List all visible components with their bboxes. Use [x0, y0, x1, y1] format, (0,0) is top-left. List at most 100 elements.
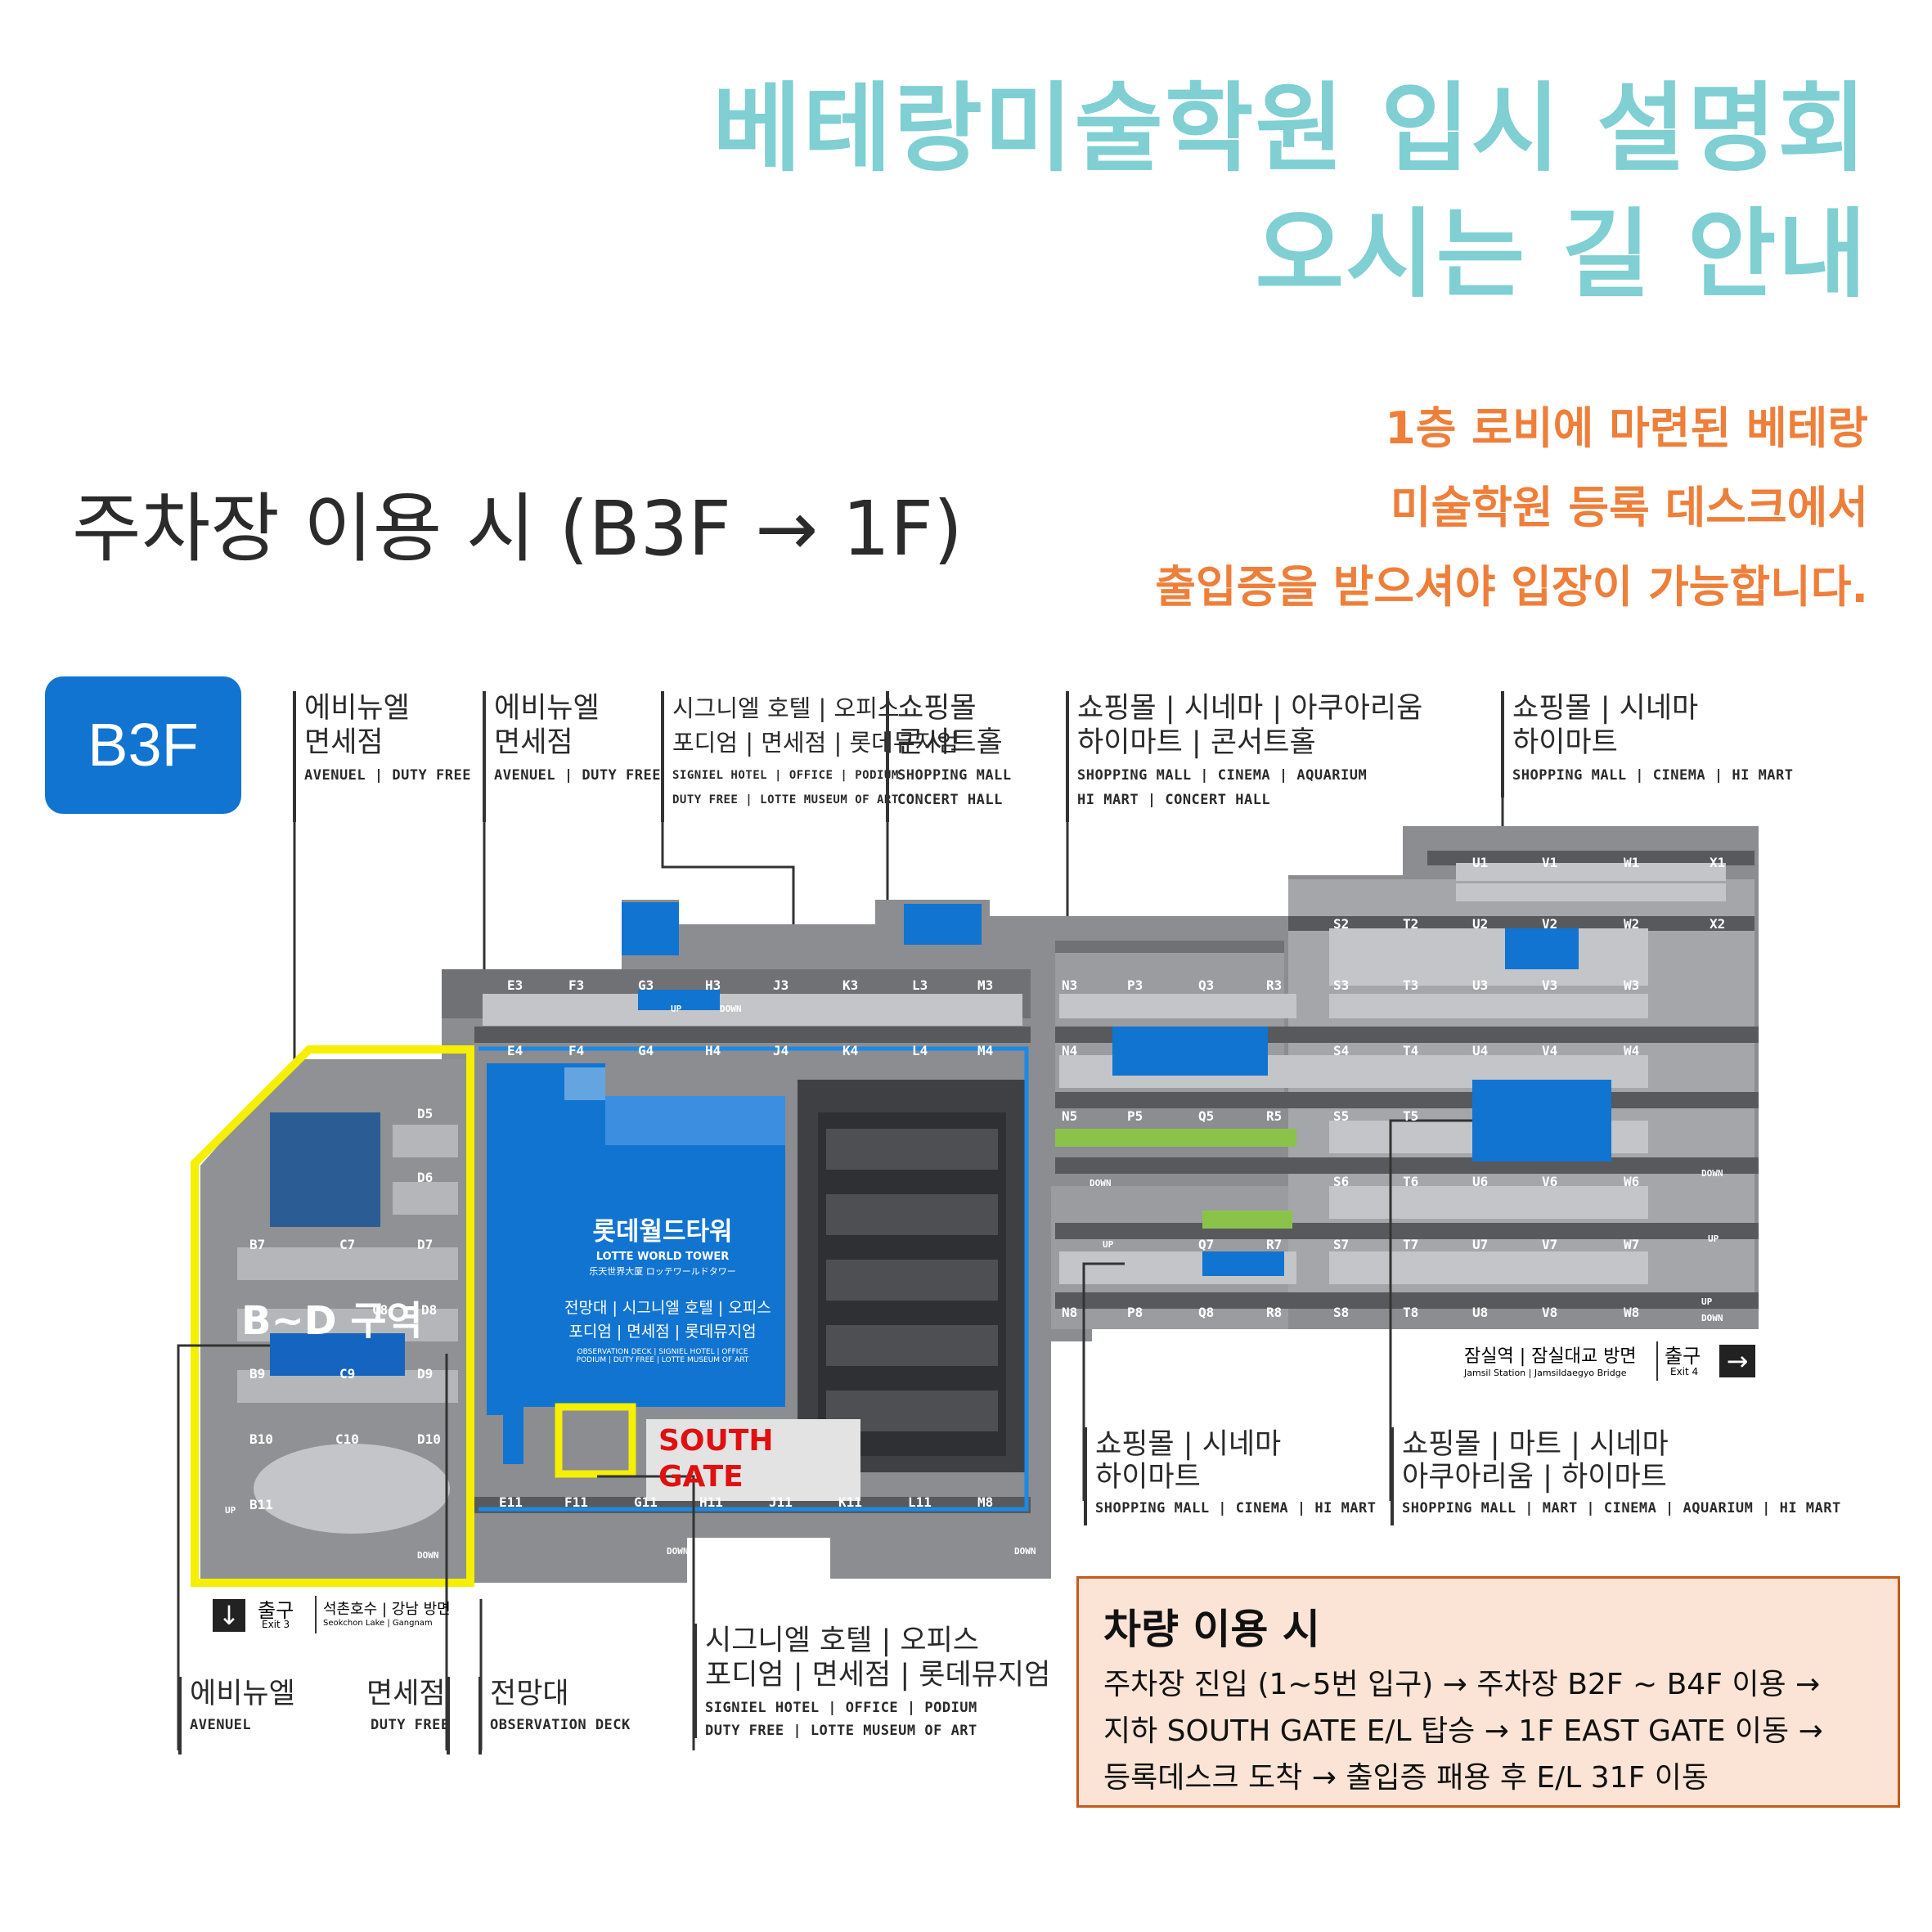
down-marker: DOWN	[720, 1004, 742, 1014]
stall-label-u3: U3	[1472, 977, 1489, 993]
label-en: AVENUEL | DUTY FREE	[304, 767, 471, 784]
up-marker: UP	[671, 1004, 682, 1014]
up-marker: UP	[225, 1505, 236, 1516]
label-en: SHOPPING MALL | MART | CINEMA | AQUARIUM…	[1402, 1500, 1841, 1516]
label-en: SIGNIEL HOTEL | OFFICE | PODIUM	[672, 769, 899, 782]
stall-label-e11: E11	[499, 1494, 523, 1510]
stall-label-n5: N5	[1062, 1108, 1078, 1124]
stall-label-x1: X1	[1710, 855, 1726, 870]
label-en: SHOPPING MALL | CINEMA | HI MART	[1512, 767, 1794, 784]
leader-line	[1389, 1119, 1472, 1501]
stall-label-w2: W2	[1624, 916, 1640, 932]
stall-label-h4: H4	[705, 1043, 721, 1058]
label-ko: 전망대	[490, 1678, 569, 1710]
label-bar	[1501, 691, 1504, 798]
exit-3-en: Exit 3	[262, 1619, 290, 1630]
stall-label-j11: J11	[769, 1494, 793, 1510]
exit-4-dest-en: Jamsil Station | Jamsildaegyo Bridge	[1464, 1368, 1627, 1378]
stall-label-q3: Q3	[1198, 977, 1215, 993]
down-marker: DOWN	[1014, 1546, 1036, 1557]
label-bar	[1066, 691, 1069, 822]
label-ko: 면세점	[366, 1678, 446, 1710]
notice-line-3: 출입증을 받으셔야 입장이 가능합니다.	[1155, 561, 1868, 613]
stall-label-p3: P3	[1127, 977, 1143, 993]
tower-dest-ko: 전망대 | 시그니엘 호텔 | 오피스	[564, 1299, 771, 1317]
label-bar	[447, 1677, 450, 1755]
label-bar	[479, 1677, 482, 1755]
stall-label-l4: L4	[912, 1043, 928, 1058]
stall-label-r7: R7	[1266, 1237, 1283, 1252]
stall-label-u4: U4	[1472, 1043, 1489, 1058]
down-marker: DOWN	[417, 1550, 439, 1561]
stall-label-w3: W3	[1624, 977, 1640, 993]
stall-label-h3: H3	[705, 977, 721, 993]
stall-label-l11: L11	[908, 1494, 932, 1510]
exit-4-ko: 출구	[1665, 1345, 1701, 1368]
right-arrow-icon: →	[1719, 1345, 1755, 1377]
stall-label-c7: C7	[339, 1237, 356, 1252]
stall-label-u6: U6	[1472, 1174, 1489, 1189]
stall-label-s8: S8	[1333, 1305, 1350, 1320]
stall-label-f11: F11	[564, 1494, 588, 1510]
stall-label-e4: E4	[507, 1043, 523, 1058]
stall-label-n8: N8	[1062, 1305, 1078, 1320]
label-ko: 쇼핑몰 | 시네마 | 아쿠아리움	[1077, 692, 1423, 725]
label-en: DUTY FREE | LOTTE MUSEUM OF ART	[672, 793, 899, 806]
label-bar	[661, 691, 664, 822]
stall-label-c10: C10	[335, 1431, 359, 1447]
tower-text: 롯데월드타워 LOTTE WORLD TOWER 乐天世界大厦 ロッテワールドタ…	[564, 1211, 771, 1364]
label-bar	[1084, 1427, 1087, 1525]
stall-label-t6: T6	[1403, 1174, 1419, 1189]
stall-label-t8: T8	[1403, 1305, 1419, 1320]
stall-label-v4: V4	[1542, 1043, 1558, 1058]
stall-label-f3: F3	[568, 977, 585, 993]
stall-label-q8: Q8	[1198, 1305, 1215, 1320]
stall-label-k11: K11	[838, 1494, 862, 1510]
car-box-line-1: 주차장 진입 (1~5번 입구) → 주차장 B2F ~ B4F 이용 →	[1103, 1668, 1821, 1701]
stall-label-j3: J3	[773, 977, 789, 993]
stall-label-w8: W8	[1624, 1305, 1640, 1320]
up-marker: UP	[1103, 1239, 1114, 1250]
stall-label-s6: S6	[1333, 1174, 1350, 1189]
stall-label-v1: V1	[1542, 855, 1558, 870]
label-ko: 포디엄 | 면세점 | 롯데뮤지엄	[672, 729, 959, 757]
stall-label-t2: T2	[1403, 916, 1419, 932]
stall-label-v8: V8	[1542, 1305, 1558, 1320]
stall-label-s4: S4	[1333, 1043, 1350, 1058]
stall-label-u1: U1	[1472, 855, 1489, 870]
tower-dest-en: OBSERVATION DECK | SIGNIEL HOTEL | OFFIC…	[577, 1348, 748, 1356]
stall-label-r8: R8	[1266, 1305, 1283, 1320]
stall-label-w6: W6	[1624, 1174, 1640, 1189]
divider	[315, 1596, 317, 1633]
label-ko: 하이마트 | 콘서트홀	[1077, 726, 1316, 759]
stall-label-k4: K4	[842, 1043, 859, 1058]
stall-label-j4: J4	[773, 1043, 789, 1058]
car-box-title: 차량 이용 시	[1103, 1606, 1320, 1653]
label-en: OBSERVATION DECK	[490, 1717, 631, 1733]
label-bar	[483, 691, 486, 822]
stall-label-c8: C8	[372, 1302, 389, 1318]
stall-label-v6: V6	[1542, 1174, 1558, 1189]
label-ko: 에비뉴엘	[494, 692, 600, 725]
elevator-cores	[622, 902, 1611, 1276]
stall-label-t7: T7	[1403, 1237, 1419, 1252]
stall-label-w4: W4	[1624, 1043, 1640, 1058]
label-en: CONCERT HALL	[897, 792, 1003, 808]
label-ko: 하이마트	[1095, 1461, 1201, 1494]
exit-3-ko: 출구	[258, 1599, 294, 1622]
stall-label-p5: P5	[1127, 1108, 1143, 1124]
stall-label-t5: T5	[1403, 1108, 1419, 1124]
stall-label-b10: B10	[249, 1431, 273, 1447]
parking-subtitle: 주차장 이용 시 (B3F → 1F)	[72, 485, 963, 573]
stall-label-p8: P8	[1127, 1305, 1143, 1320]
stall-label-b9: B9	[249, 1366, 266, 1382]
car-box-line-2: 지하 SOUTH GATE E/L 탑승 → 1F EAST GATE 이동 →	[1103, 1714, 1823, 1748]
up-marker: UP	[1708, 1233, 1719, 1244]
stall-label-b7: B7	[249, 1237, 266, 1252]
stall-label-w7: W7	[1624, 1237, 1640, 1252]
stall-label-x2: X2	[1710, 916, 1726, 932]
tower-name-cn: 乐天世界大厦 ロッテワールドタワー	[589, 1266, 736, 1277]
stall-label-g3: G3	[638, 977, 654, 993]
